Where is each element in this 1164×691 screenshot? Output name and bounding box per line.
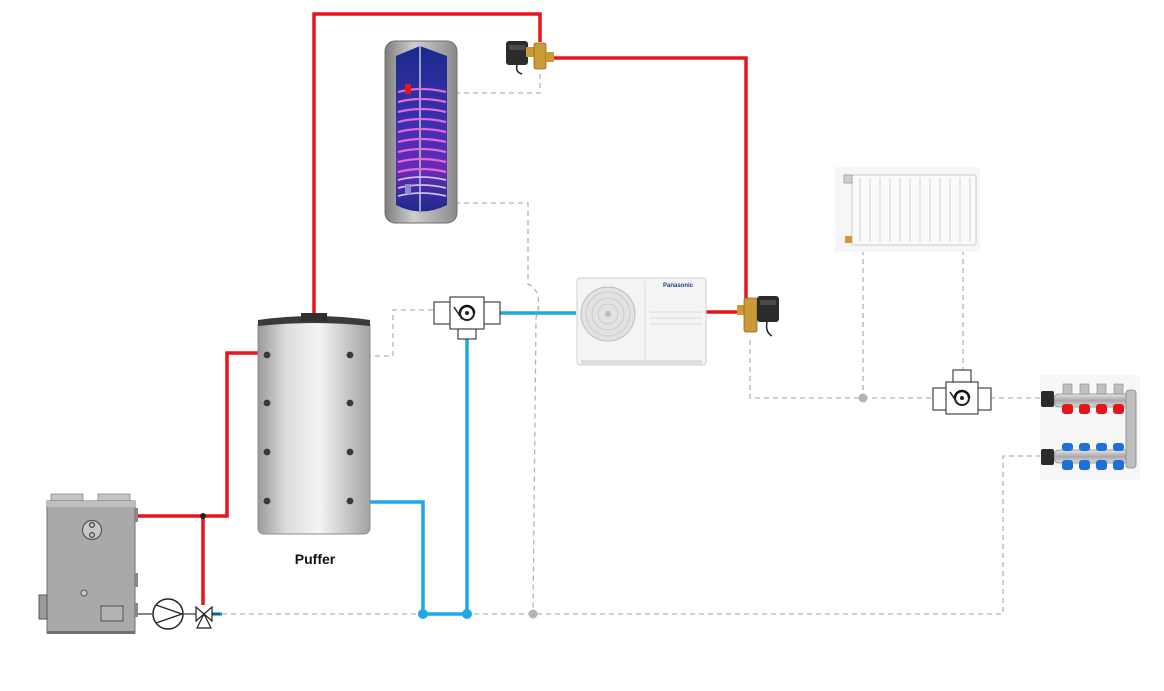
control-line-main (222, 455, 1047, 615)
pipe-junction (200, 513, 206, 519)
manifold-icon (1040, 375, 1140, 480)
heat-pump-icon (576, 277, 707, 366)
supply-pipe-dhw-to-heatpump (553, 56, 748, 300)
tank-icon (257, 313, 371, 535)
return-pipes (212, 311, 576, 616)
control-line-tank-sensor (366, 309, 440, 357)
radiator-icon (835, 167, 980, 252)
control-line-dhw-valve (455, 70, 541, 94)
boiler-icon (38, 493, 138, 634)
return-pipe-tank-bottom (355, 500, 467, 616)
pipe-junction (462, 609, 472, 619)
motorized-valve-icon (737, 296, 779, 337)
pipe-junction (418, 609, 428, 619)
heat-pump-brand: Panasonic (663, 283, 694, 289)
mixing-valve-icon (195, 605, 220, 629)
buffer-tank-label: Puffer (295, 551, 336, 567)
motorized-valve-icon (506, 41, 554, 75)
control-junction (528, 609, 538, 619)
cylinder-coil-icon (384, 40, 458, 224)
control-lines (222, 70, 1047, 615)
pump-icon (152, 598, 184, 630)
control-junction (858, 393, 868, 403)
diverter-valve-icon (932, 369, 992, 415)
control-line-heatpump-valve (749, 340, 933, 399)
control-line-dhw-sensor (455, 202, 540, 615)
diverter-valve-icon (433, 296, 501, 340)
supply-pipe-boiler-to-tank (138, 351, 262, 518)
